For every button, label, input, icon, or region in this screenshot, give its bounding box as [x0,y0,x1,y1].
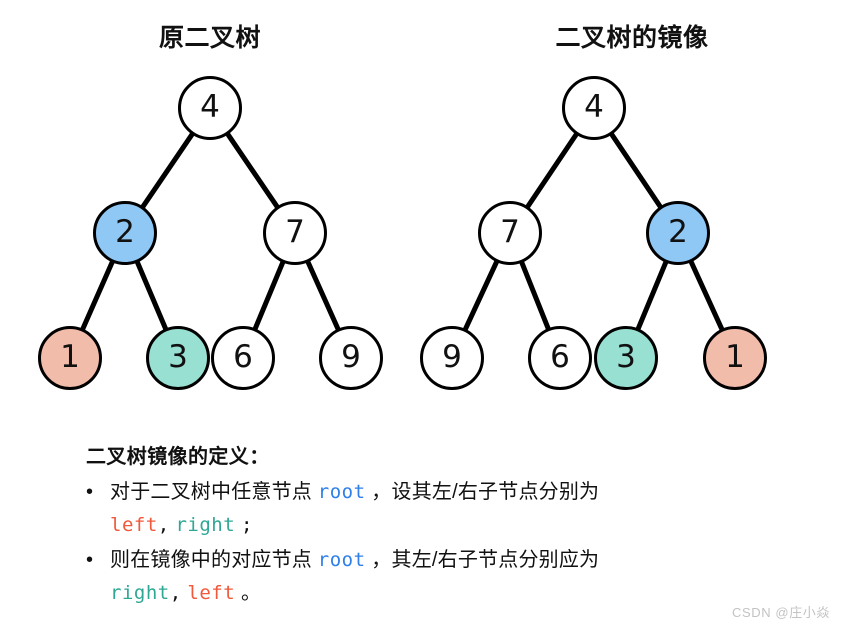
tree-node-4: 4 [562,76,626,140]
item1-line1-post: ，设其左/右子节点分别为 [371,481,600,503]
definition-item-2-body: 则在镜像中的对应节点 root ，其左/右子节点分别应为 right, left… [110,544,786,610]
tree-node-label: 7 [285,213,305,250]
tree-edge [608,130,664,211]
tree-node-4: 4 [178,76,242,140]
tree-node-label: 9 [442,338,462,375]
item1-separator: , [157,514,170,536]
item2-keyword-right: right [110,582,170,604]
tree-edge [518,258,552,333]
tree-node-label: 3 [616,338,636,375]
tree-node-label: 1 [60,338,80,375]
item1-keyword-right: right [175,514,236,536]
item1-keyword-left: left [110,514,158,536]
tree-edge [304,257,342,334]
bullet-glyph-1: • [86,481,94,503]
tree-node-3: 3 [146,326,210,390]
bullet-glyph-2: • [86,549,94,571]
item2-keyword-root: root [317,549,366,571]
tree-node-9: 9 [319,326,383,390]
definition-item-2: • 则在镜像中的对应节点 root ，其左/右子节点分别应为 right, le… [86,544,786,610]
tree-node-label: 9 [341,338,361,375]
item1-line-end: ; [240,514,253,536]
tree-edge [134,258,169,333]
item2-line1-pre: 则在镜像中的对应节点 [110,549,312,571]
tree-edge [224,130,281,211]
tree-node-6: 6 [528,326,592,390]
tree-node-9: 9 [420,326,484,390]
tree-node-label: 6 [233,338,253,375]
tree-node-label: 6 [550,338,570,375]
tree-node-7: 7 [263,201,327,265]
tree-node-1: 1 [703,326,767,390]
tree-node-label: 2 [668,213,688,250]
tree-edge [79,257,116,334]
tree-node-label: 2 [115,213,135,250]
tree-edge [139,130,196,211]
definition-item-1: • 对于二叉树中任意节点 root ，设其左/右子节点分别为 left, rig… [86,476,786,542]
tree-node-2: 2 [646,201,710,265]
tree-edge [687,257,726,334]
item2-line1-post: ，其左/右子节点分别应为 [371,549,600,571]
tree-node-label: 7 [500,213,520,250]
tree-edge [462,257,500,334]
tree-node-label: 1 [725,338,745,375]
definition-heading: 二叉树镜像的定义： [86,446,270,468]
tree-node-2: 2 [93,201,157,265]
tree-edge [635,258,669,333]
tree-node-label: 4 [584,88,604,125]
tree-node-label: 3 [168,338,188,375]
csdn-watermark: CSDN @庄小焱 [731,605,830,620]
tree-node-6: 6 [211,326,275,390]
definition-item-1-body: 对于二叉树中任意节点 root ，设其左/右子节点分别为 left, right… [110,476,786,542]
tree-node-1: 1 [38,326,102,390]
tree-edge [524,130,580,211]
definition-block: 二叉树镜像的定义： • 对于二叉树中任意节点 root ，设其左/右子节点分别为… [86,440,786,612]
item2-keyword-left: left [187,582,236,604]
tree-node-7: 7 [478,201,542,265]
tree-node-label: 4 [200,88,220,125]
tree-node-3: 3 [594,326,658,390]
item2-separator: , [169,582,182,604]
item1-line1-pre: 对于二叉树中任意节点 [110,481,312,503]
item2-line-end: 。 [240,582,262,604]
item1-keyword-root: root [317,481,366,503]
tree-edge [252,258,286,333]
original-tree-title: 原二叉树 [158,24,261,52]
mirror-tree-title: 二叉树的镜像 [555,24,709,52]
